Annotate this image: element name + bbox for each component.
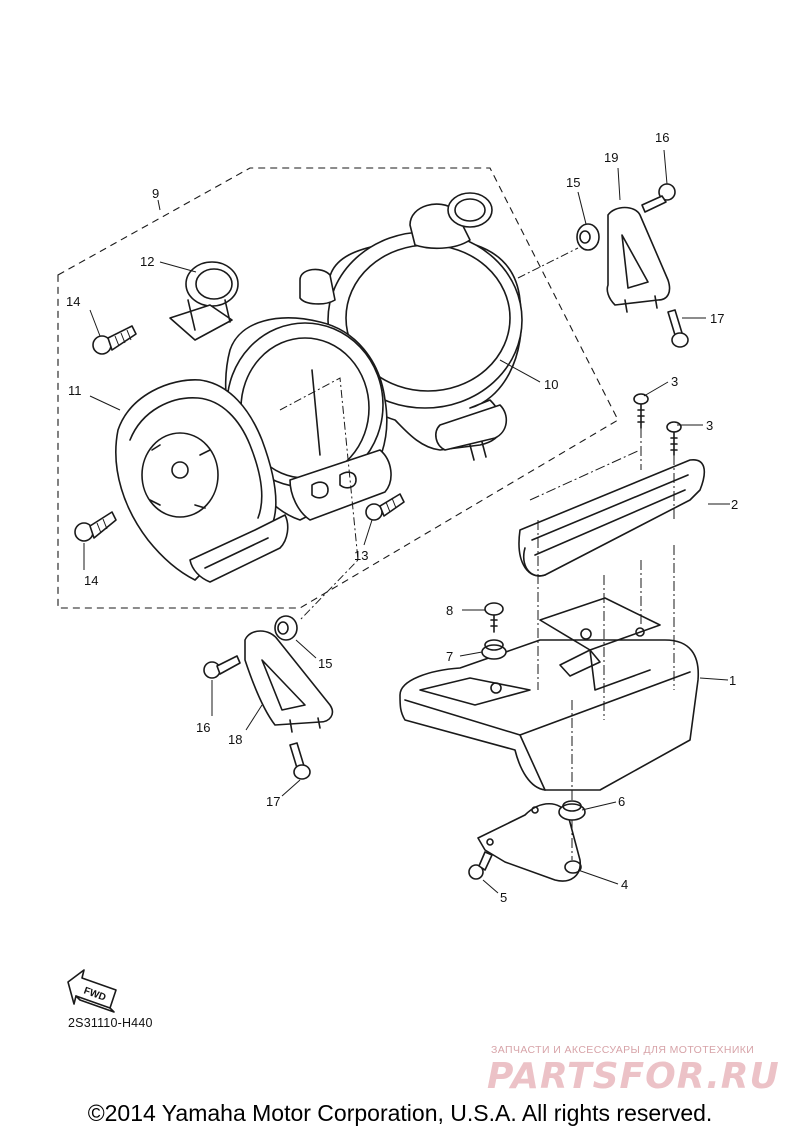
callout-6: 6 <box>618 794 625 809</box>
callout-13: 13 <box>354 548 368 563</box>
callout-16-upper: 16 <box>655 130 669 145</box>
unit-part-1 <box>399 597 700 791</box>
bolt-part-16-upper <box>641 183 676 213</box>
screw-part-3-left <box>633 393 649 429</box>
callout-17-upper: 17 <box>710 311 724 326</box>
grommet-part-6 <box>558 800 586 821</box>
callout-10: 10 <box>544 377 558 392</box>
callout-1: 1 <box>729 673 736 688</box>
callout-11: 11 <box>68 383 82 398</box>
callout-15-upper: 15 <box>566 175 580 190</box>
callout-15-lower: 15 <box>318 656 332 671</box>
bracket-part-18 <box>244 630 334 733</box>
bolt-part-17-upper <box>667 309 689 348</box>
leader-lines <box>83 149 730 894</box>
diagram-code: 2S31110-H440 <box>68 1016 153 1030</box>
screw-part-13 <box>365 493 405 521</box>
fwd-arrow-icon: FWD <box>67 969 117 1013</box>
screw-part-3-right <box>666 421 682 456</box>
callout-9: 9 <box>152 186 159 201</box>
callout-5: 5 <box>500 890 507 905</box>
callout-7: 7 <box>446 649 453 664</box>
copyright-notice: ©2014 Yamaha Motor Corporation, U.S.A. A… <box>87 1100 713 1126</box>
callout-18: 18 <box>228 732 242 747</box>
bolt-part-17-lower <box>289 742 311 780</box>
meter-cover-part-11 <box>115 379 289 583</box>
bracket-part-4 <box>477 802 582 882</box>
watermark-logo: PARTSFOR.RU <box>487 1056 780 1097</box>
bolt-part-8 <box>484 602 504 633</box>
bolt-part-5 <box>468 851 493 880</box>
callout-16-lower: 16 <box>196 720 210 735</box>
callout-3-upper: 3 <box>671 374 678 389</box>
cover-part-2 <box>518 459 706 577</box>
callout-14-upper: 14 <box>66 294 80 309</box>
screw-part-14-upper <box>92 325 137 355</box>
callout-14-lower: 14 <box>84 573 98 588</box>
grommet-part-7 <box>481 639 507 660</box>
screw-part-14-lower <box>74 511 117 542</box>
meter-housing-part-10 <box>327 192 523 461</box>
callout-8: 8 <box>446 603 453 618</box>
callout-4: 4 <box>621 877 628 892</box>
callout-12: 12 <box>140 254 154 269</box>
grommet-part-15-upper <box>576 223 600 251</box>
watermark-tagline: ЗАПЧАСТИ И АКСЕССУАРЫ ДЛЯ МОТОТЕХНИКИ <box>491 1044 755 1056</box>
bracket-part-19 <box>606 206 671 313</box>
assembly-boundary <box>57 167 619 609</box>
callout-2: 2 <box>731 497 738 512</box>
callout-3-lower: 3 <box>706 418 713 433</box>
bolt-part-16-lower <box>203 655 241 679</box>
alignment-lines <box>279 247 675 860</box>
callout-labels: 1 2 3 3 4 5 6 7 8 9 10 11 12 13 14 14 15… <box>66 130 738 905</box>
grommet-part-15-lower <box>274 615 298 641</box>
callout-19: 19 <box>604 150 618 165</box>
socket-part-12 <box>169 261 239 341</box>
callout-17-lower: 17 <box>266 794 280 809</box>
